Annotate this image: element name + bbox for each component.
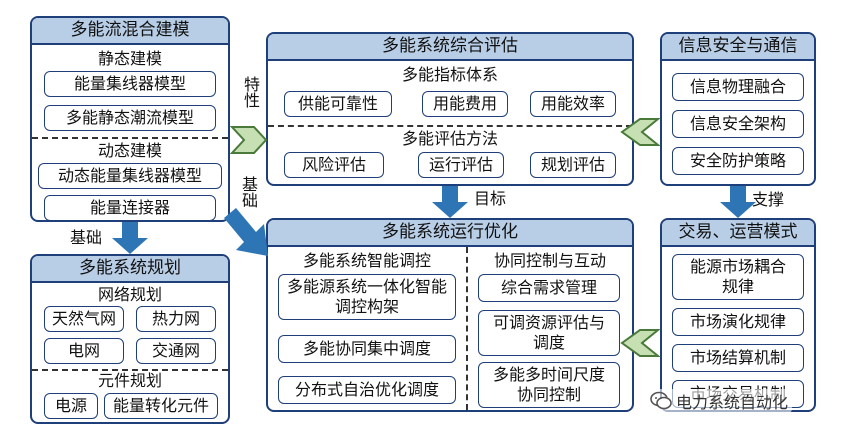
panel-title: 多能系统规划 <box>32 256 228 283</box>
transport-network-box: 交通网 <box>136 338 216 364</box>
multi-energy-modeling-panel: 多能流混合建模 静态建模 能量集线器模型 多能静态潮流模型 动态建模 动态能量集… <box>30 16 230 222</box>
dynamic-energy-hub-box: 动态能量集线器模型 <box>38 163 222 189</box>
panel-title: 多能系统综合评估 <box>268 34 632 61</box>
resource-evaluation-box: 可调资源评估与调度 <box>478 310 620 356</box>
market-coupling-box: 能源市场耦合规律 <box>672 254 804 300</box>
panel-title: 多能流混合建模 <box>32 18 228 45</box>
evaluation-methods-title: 多能评估方法 <box>401 129 498 148</box>
protection-strategy-box: 安全防护策略 <box>672 147 804 175</box>
divider <box>32 137 228 139</box>
divider <box>268 125 632 127</box>
operation-evaluation-box: 运行评估 <box>418 152 504 178</box>
panel-title: 多能系统运行优化 <box>268 220 632 247</box>
chevron-left-icon <box>620 118 661 146</box>
comprehensive-evaluation-panel: 多能系统综合评估 多能指标体系 供能可靠性 用能费用 用能效率 多能评估方法 风… <box>266 32 634 186</box>
chevron-left-icon <box>620 329 661 357</box>
info-security-panel: 信息安全与通信 信息物理融合 信息安全架构 安全防护策略 <box>660 32 816 186</box>
characteristic-label: 特性 <box>241 76 260 108</box>
planning-evaluation-box: 规划评估 <box>530 152 616 178</box>
dynamic-modeling-title: 动态建模 <box>97 141 162 160</box>
demand-management-box: 综合需求管理 <box>478 274 620 302</box>
energy-conversion-box: 能量转化元件 <box>104 393 218 419</box>
panel-title: 信息安全与通信 <box>662 34 814 61</box>
heat-network-box: 热力网 <box>136 306 216 332</box>
risk-evaluation-box: 风险评估 <box>284 152 384 178</box>
chevron-right-icon <box>229 126 268 154</box>
gas-network-box: 天然气网 <box>44 306 124 332</box>
panel-title: 交易、运营模式 <box>662 220 814 247</box>
market-settlement-box: 市场结算机制 <box>672 344 804 372</box>
arrow-down-icon <box>720 186 756 218</box>
arrow-down-icon <box>432 186 468 218</box>
market-evolution-box: 市场演化规律 <box>672 308 804 336</box>
static-modeling-title: 静态建模 <box>97 49 162 68</box>
foundation-label-vertical: 基础 <box>239 176 258 208</box>
divider <box>32 369 228 371</box>
centralized-dispatch-box: 多能协同集中调度 <box>278 335 456 363</box>
operation-optimization-panel: 多能系统运行优化 多能系统智能调控 多能源系统一体化智能调控构架 多能协同集中调… <box>266 218 634 412</box>
arrow-diagonal-icon <box>224 208 268 256</box>
energy-efficiency-box: 用能效率 <box>530 91 616 117</box>
power-source-box: 电源 <box>44 393 98 419</box>
integrated-control-framework-box: 多能源系统一体化智能调控构架 <box>278 274 456 320</box>
cooperative-control-title: 协同控制与互动 <box>493 251 606 270</box>
indicator-system-title: 多能指标体系 <box>401 65 498 84</box>
energy-hub-model-box: 能量集线器模型 <box>44 71 216 97</box>
power-grid-box: 电网 <box>44 338 124 364</box>
supply-reliability-box: 供能可靠性 <box>284 91 392 117</box>
cyber-physical-fusion-box: 信息物理融合 <box>672 73 804 101</box>
wechat-icon <box>650 391 672 410</box>
multi-energy-planning-panel: 多能系统规划 网络规划 天然气网 热力网 电网 交通网 元件规划 电源 能量转化… <box>30 254 230 424</box>
support-label: 支撑 <box>752 190 785 209</box>
multi-timescale-control-box: 多能多时间尺度协同控制 <box>478 362 620 408</box>
watermark: 电力系统自动化 <box>646 389 793 413</box>
network-planning-title: 网络规划 <box>97 285 162 304</box>
energy-cost-box: 用能费用 <box>422 91 508 117</box>
watermark-text: 电力系统自动化 <box>676 393 789 412</box>
arrow-down-icon <box>112 222 148 254</box>
energy-connector-box: 能量连接器 <box>44 195 216 220</box>
foundation-label: 基础 <box>70 228 103 247</box>
distributed-dispatch-box: 分布式自治优化调度 <box>278 376 456 404</box>
static-power-flow-box: 多能静态潮流模型 <box>44 105 216 131</box>
security-architecture-box: 信息安全架构 <box>672 110 804 138</box>
intelligent-control-title: 多能系统智能调控 <box>302 251 431 270</box>
target-label: 目标 <box>474 189 507 208</box>
column-divider <box>466 247 468 410</box>
component-planning-title: 元件规划 <box>97 371 162 390</box>
